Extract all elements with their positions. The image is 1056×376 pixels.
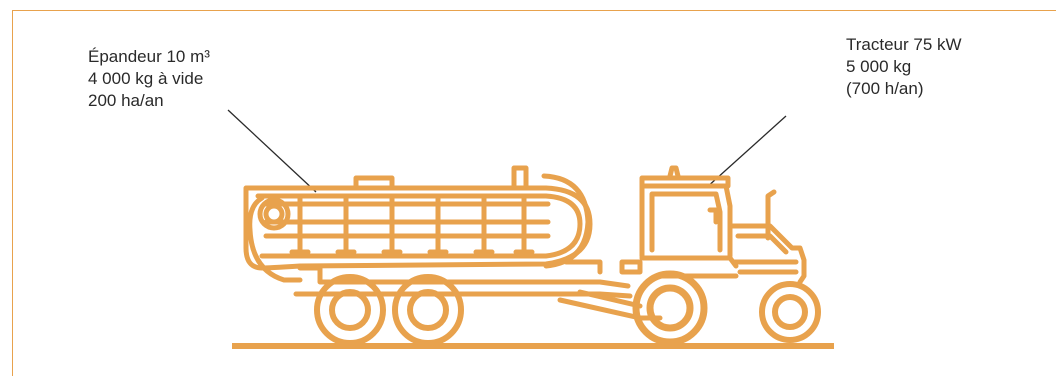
tractor: [622, 168, 804, 282]
spreader-leader-line: [228, 110, 316, 192]
spreader-wheel-front: [395, 277, 461, 343]
drawbar: [560, 300, 660, 318]
spreader-wheel-rear: [317, 277, 383, 343]
tractor-rear-wheel: [636, 274, 704, 342]
tractor-front-wheel: [762, 284, 818, 340]
tank-top-hatch: [356, 178, 392, 186]
slurry-spreader: [246, 168, 660, 318]
ground-line: [232, 343, 834, 349]
